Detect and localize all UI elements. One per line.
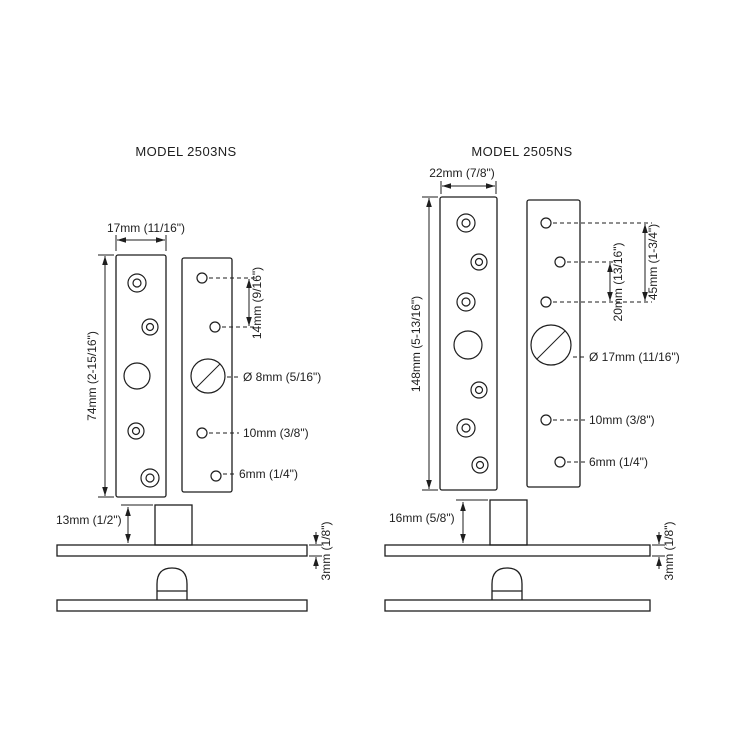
screw-hole bbox=[540, 414, 552, 426]
countersunk-hole bbox=[470, 381, 488, 399]
screw-hole bbox=[540, 296, 552, 308]
frame-plate-front-view bbox=[439, 196, 498, 491]
pivot-block-side-view bbox=[489, 499, 528, 546]
screw-hole bbox=[209, 321, 221, 333]
hole-spacing-label: 14mm (9/16") bbox=[250, 267, 264, 339]
countersunk-hole bbox=[141, 318, 159, 336]
door-plate-front-view bbox=[526, 199, 581, 488]
pivot-dome-side-view bbox=[156, 567, 188, 600]
hole-spacing-large-label: 45mm (1-3/4") bbox=[646, 224, 660, 300]
countersunk-hole-inner bbox=[475, 460, 485, 470]
countersunk-hole-inner bbox=[131, 426, 141, 436]
pivot-hole-diameter-label: Ø 17mm (11/16") bbox=[589, 350, 680, 364]
countersunk-hole bbox=[456, 292, 476, 312]
countersunk-hole-inner bbox=[461, 423, 471, 433]
plate-width-label: 22mm (7/8") bbox=[429, 166, 495, 180]
top-plate-side-view bbox=[384, 544, 651, 557]
countersunk-hole-inner bbox=[474, 257, 484, 267]
plate-width-label: 17mm (11/16") bbox=[107, 221, 185, 235]
pivot-block-side-view bbox=[154, 504, 193, 546]
small-hole-diameter-label: 6mm (1/4") bbox=[239, 467, 298, 481]
pivot-hole bbox=[190, 358, 226, 394]
countersunk-hole-inner bbox=[145, 322, 155, 332]
screw-hole bbox=[554, 456, 566, 468]
small-hole-diameter-label: 6mm (1/4") bbox=[589, 455, 648, 469]
countersunk-hole bbox=[470, 253, 488, 271]
pivot-block-height-label: 13mm (1/2") bbox=[56, 513, 122, 527]
plate-thickness-label: 3mm (1/8") bbox=[319, 522, 333, 581]
countersunk-hole bbox=[127, 273, 147, 293]
top-plate-side-view bbox=[56, 544, 308, 557]
screw-hole bbox=[210, 470, 222, 482]
countersunk-hole-inner bbox=[461, 218, 471, 228]
diameter-line bbox=[195, 363, 221, 389]
hole-spacing-small-label: 20mm (13/16") bbox=[611, 243, 625, 322]
countersunk-hole-inner bbox=[145, 473, 155, 483]
screw-hole bbox=[196, 427, 208, 439]
countersunk-hole-inner bbox=[474, 385, 484, 395]
pivot-dome-side-view bbox=[491, 567, 523, 600]
countersunk-hole-inner bbox=[461, 297, 471, 307]
countersunk-hole bbox=[140, 468, 160, 488]
plate-thickness-label: 3mm (1/8") bbox=[662, 522, 676, 581]
bottom-plate-side-view bbox=[384, 599, 651, 612]
pivot-hole-diameter-label: Ø 8mm (5/16") bbox=[243, 370, 321, 384]
door-plate-front-view bbox=[181, 257, 233, 493]
pivot-block-height-label: 16mm (5/8") bbox=[389, 511, 455, 525]
mid-hole-diameter-label: 10mm (3/8") bbox=[243, 426, 309, 440]
countersunk-hole bbox=[127, 422, 145, 440]
screw-hole bbox=[554, 256, 566, 268]
plate-height-label: 148mm (5-13/16") bbox=[409, 296, 423, 392]
countersunk-hole bbox=[471, 456, 489, 474]
countersunk-hole bbox=[456, 213, 476, 233]
pivot-hole bbox=[123, 362, 151, 390]
plate-height-label: 74mm (2-15/16") bbox=[85, 331, 99, 421]
countersunk-hole-inner bbox=[132, 278, 142, 288]
model-2505ns-title: MODEL 2505NS bbox=[471, 144, 572, 159]
bottom-plate-side-view bbox=[56, 599, 308, 612]
model-2503ns-figure: MODEL 2503NS 17mm (11/16") 74mm (2-15/16… bbox=[56, 144, 333, 612]
model-2505ns-figure: MODEL 2505NS 22mm (7/8") 148 bbox=[384, 144, 680, 612]
screw-hole bbox=[196, 272, 208, 284]
model-2503ns-title: MODEL 2503NS bbox=[135, 144, 236, 159]
diameter-line bbox=[536, 330, 566, 360]
screw-hole bbox=[540, 217, 552, 229]
pivot-hole bbox=[453, 330, 483, 360]
mid-hole-diameter-label: 10mm (3/8") bbox=[589, 413, 655, 427]
pivot-hole bbox=[530, 324, 572, 366]
countersunk-hole bbox=[456, 418, 476, 438]
frame-plate-front-view bbox=[115, 254, 167, 498]
